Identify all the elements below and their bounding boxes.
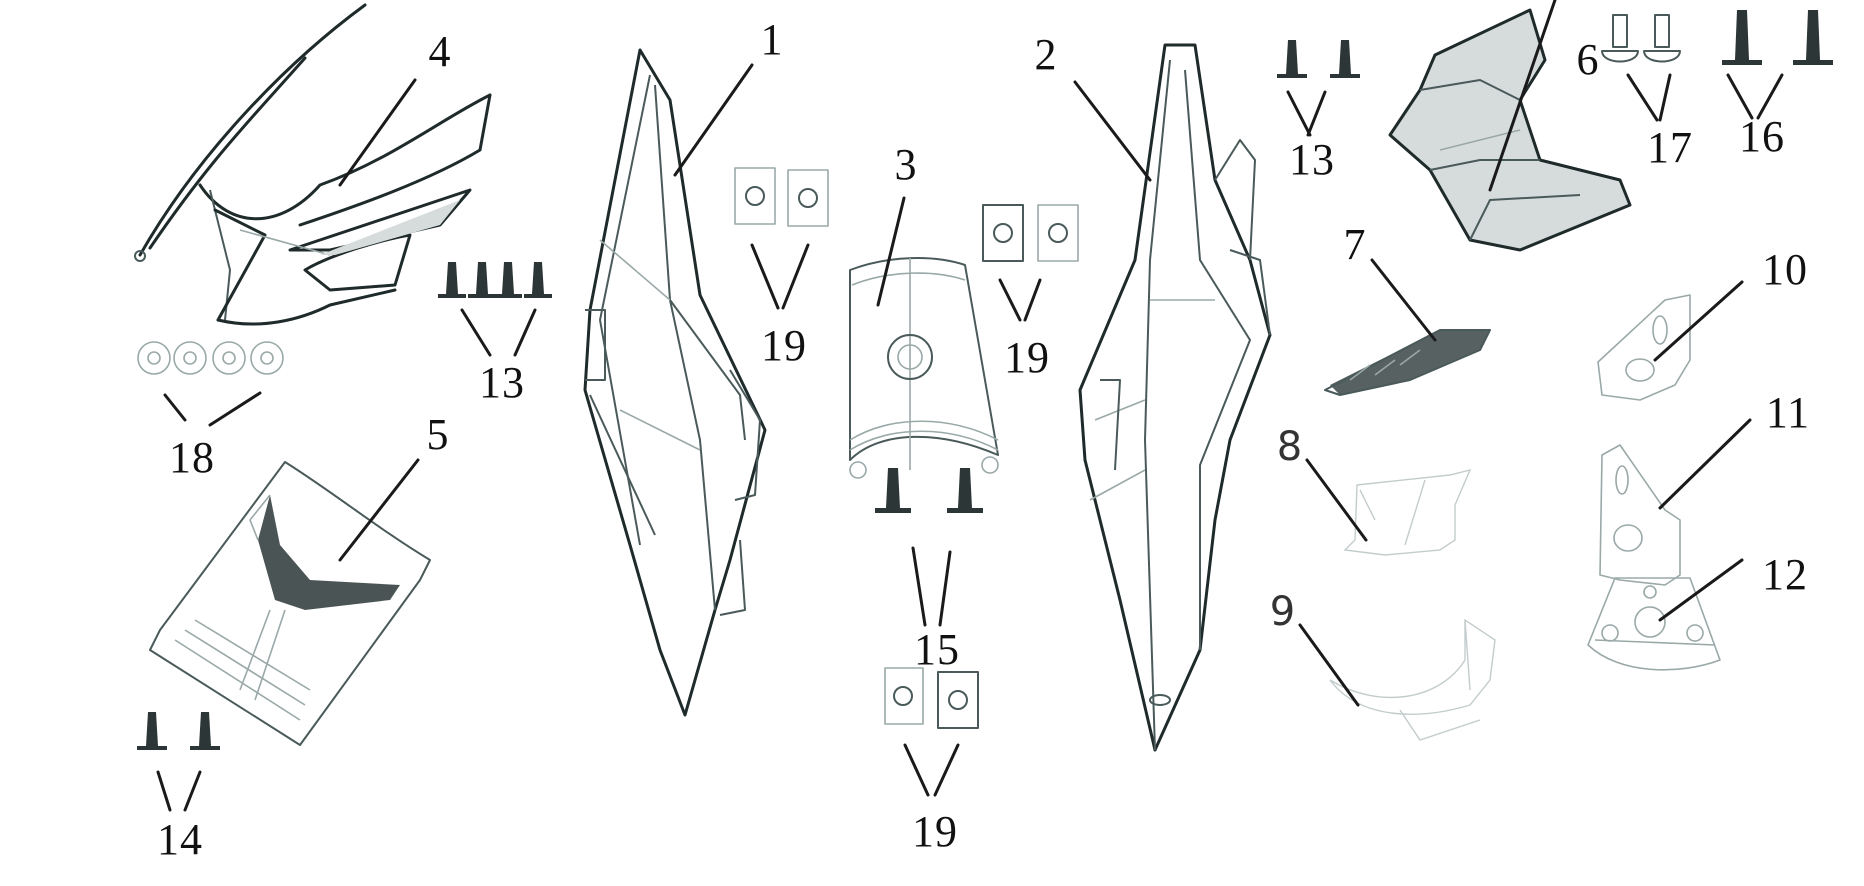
leader-11 [1658, 418, 1752, 510]
part-9-curved-bracket [1329, 618, 1496, 741]
leader-14b [183, 770, 202, 812]
part-15-screws [875, 468, 983, 513]
part-label-18: 18 [169, 433, 215, 482]
part-label-17: 17 [1647, 123, 1693, 172]
leader-13a-2 [513, 308, 537, 357]
part-16-screws [1722, 10, 1833, 65]
leader-17b [1658, 73, 1672, 122]
leader-9 [1298, 623, 1360, 707]
part-label-19-upper-right: 19 [1004, 333, 1050, 382]
part-label-12: 12 [1762, 550, 1808, 599]
part-8-bracket [1343, 468, 1472, 556]
leader-13b-2 [1306, 90, 1327, 137]
part-label-2: 2 [1034, 30, 1058, 79]
part-label-11: 11 [1765, 388, 1811, 437]
leader-17a [1626, 73, 1659, 122]
part-label-9: 9 [1269, 589, 1297, 635]
leader-2 [1073, 80, 1152, 182]
part-label-10: 10 [1762, 245, 1808, 294]
part-label-14: 14 [157, 815, 203, 864]
part-label-6: 6 [1576, 35, 1600, 84]
leader-15a [911, 546, 927, 627]
leader-13b-1 [1286, 90, 1312, 137]
leader-4 [338, 78, 417, 187]
part-label-7: 7 [1343, 220, 1367, 269]
part-18-washers [137, 341, 284, 375]
part-3-center-cover [849, 257, 999, 479]
leader-6 [1488, 0, 1557, 192]
leader-1 [673, 63, 754, 177]
part-4-front-cowl [134, 3, 492, 326]
leader-19b-2 [1023, 278, 1042, 322]
part-label-3: 3 [894, 140, 918, 189]
leader-16a [1726, 73, 1754, 120]
leader-19a-1 [750, 243, 780, 310]
leader-7 [1370, 258, 1437, 342]
leader-12 [1658, 558, 1744, 622]
part-2-right-fairing [1078, 43, 1272, 752]
leader-10 [1653, 280, 1744, 362]
part-17-bolts [1601, 14, 1681, 63]
leader-5 [338, 458, 420, 562]
leader-19c-2 [933, 743, 960, 797]
part-1-left-fairing [583, 48, 767, 717]
part-19c-clip-nuts [884, 667, 979, 729]
leader-18b [208, 391, 262, 427]
part-12-mounting-plate [1587, 577, 1721, 671]
leader-19b-1 [998, 278, 1022, 322]
part-label-16: 16 [1739, 112, 1785, 161]
leader-15b [938, 550, 952, 627]
part-10-bracket [1597, 294, 1691, 401]
part-7-trim [1324, 329, 1491, 396]
leader-18a [163, 393, 187, 422]
part-label-4: 4 [428, 27, 452, 76]
leader-19a-2 [781, 243, 810, 310]
part-13-screws-left [438, 262, 552, 298]
part-label-8: 8 [1276, 424, 1304, 470]
leader-3 [876, 196, 906, 307]
part-14-screws [137, 712, 220, 750]
part-label-13-left: 13 [479, 358, 525, 407]
part-label-5: 5 [426, 410, 450, 459]
leader-16b [1756, 73, 1784, 120]
part-label-15: 15 [914, 625, 960, 674]
part-19b-clip-nuts [982, 204, 1079, 262]
part-label-19-upper-left: 19 [761, 321, 807, 370]
leader-13a-1 [460, 308, 492, 357]
part-13-screws-right [1277, 40, 1360, 78]
part-label-1: 1 [760, 15, 784, 64]
part-19a-clip-nuts [734, 167, 829, 227]
leader-14a [156, 770, 172, 812]
part-label-19-bottom: 19 [912, 807, 958, 856]
part-11-bracket [1599, 444, 1681, 586]
leader-8 [1305, 458, 1368, 542]
part-5-grille-cover [149, 461, 431, 746]
leader-19c-1 [903, 743, 930, 797]
part-label-13-right: 13 [1289, 135, 1335, 184]
